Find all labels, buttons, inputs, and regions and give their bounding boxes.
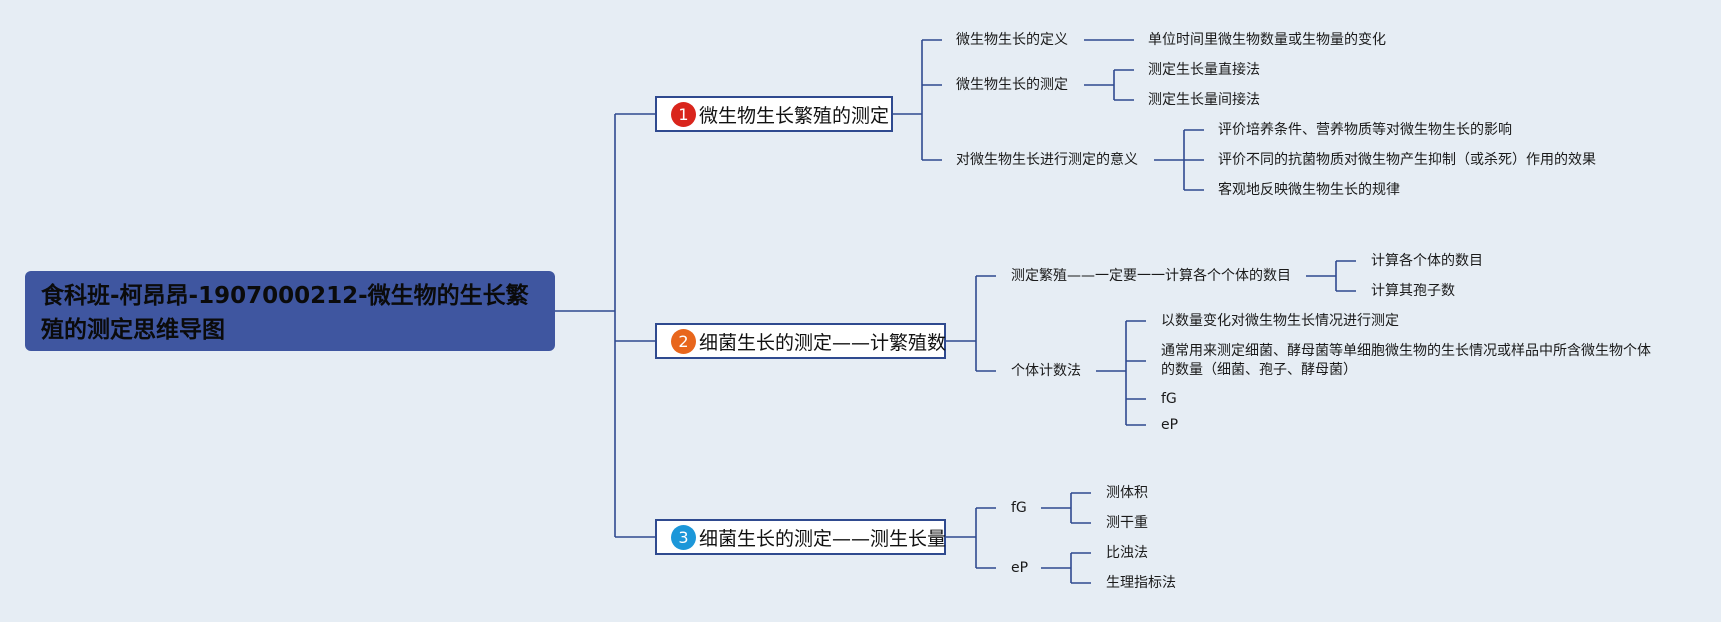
number-badge-1: 1	[671, 101, 696, 127]
node-individual-count-method[interactable]: 个体计数法	[1011, 363, 1081, 379]
node-measurement-significance[interactable]: 对微生物生长进行测定的意义	[956, 152, 1138, 168]
topic-bacteria-growth-amount[interactable]: 3 细菌生长的测定——测生长量	[655, 519, 946, 555]
node-significance-3[interactable]: 客观地反映微生物生长的规律	[1218, 182, 1400, 198]
node-individual-item-fg[interactable]: fG	[1161, 391, 1177, 407]
topic-label: 微生物生长繁殖的测定	[699, 104, 890, 127]
node-significance-1[interactable]: 评价培养条件、营养物质等对微生物生长的影响	[1218, 122, 1512, 138]
node-definition-detail[interactable]: 单位时间里微生物数量或生物量的变化	[1148, 32, 1386, 48]
node-reproduction-count[interactable]: 测定繁殖——一定要一一计算各个个体的数目	[1011, 268, 1291, 284]
number-badge-2: 2	[671, 328, 696, 354]
root-topic[interactable]: 食科班-柯昂昂-1907000212-微生物的生长繁殖的测定思维导图	[25, 271, 555, 351]
node-measure-volume[interactable]: 测体积	[1106, 485, 1148, 501]
node-count-individuals[interactable]: 计算各个体的数目	[1371, 253, 1483, 269]
topic-bacteria-count[interactable]: 2 细菌生长的测定——计繁殖数	[655, 323, 946, 359]
topic-label: 细菌生长的测定——计繁殖数	[699, 331, 947, 354]
node-ep[interactable]: eP	[1011, 560, 1029, 576]
root-title: 食科班-柯昂昂-1907000212-微生物的生长繁殖的测定思维导图	[41, 283, 529, 343]
node-count-spores[interactable]: 计算其孢子数	[1371, 283, 1455, 299]
number-badge-3: 3	[671, 524, 696, 550]
node-significance-2[interactable]: 评价不同的抗菌物质对微生物产生抑制（或杀死）作用的效果	[1218, 152, 1596, 168]
node-fg[interactable]: fG	[1011, 500, 1027, 516]
topic-growth-measurement[interactable]: 1 微生物生长繁殖的测定	[655, 96, 893, 132]
topic-label: 细菌生长的测定——测生长量	[699, 527, 947, 550]
node-individual-item-1[interactable]: 以数量变化对微生物生长情况进行测定	[1161, 313, 1399, 329]
node-physiological-index[interactable]: 生理指标法	[1106, 575, 1176, 591]
node-growth-measurement[interactable]: 微生物生长的测定	[956, 77, 1068, 93]
node-indirect-method[interactable]: 测定生长量间接法	[1148, 92, 1260, 108]
node-individual-item-ep[interactable]: eP	[1161, 417, 1179, 433]
node-direct-method[interactable]: 测定生长量直接法	[1148, 62, 1260, 78]
node-turbidimetry[interactable]: 比浊法	[1106, 545, 1148, 561]
node-individual-item-2[interactable]: 通常用来测定细菌、酵母菌等单细胞微生物的生长情况或样品中所含微生物个体的数量（细…	[1161, 343, 1651, 378]
node-measure-dry-weight[interactable]: 测干重	[1106, 515, 1148, 531]
node-growth-definition[interactable]: 微生物生长的定义	[956, 32, 1068, 48]
